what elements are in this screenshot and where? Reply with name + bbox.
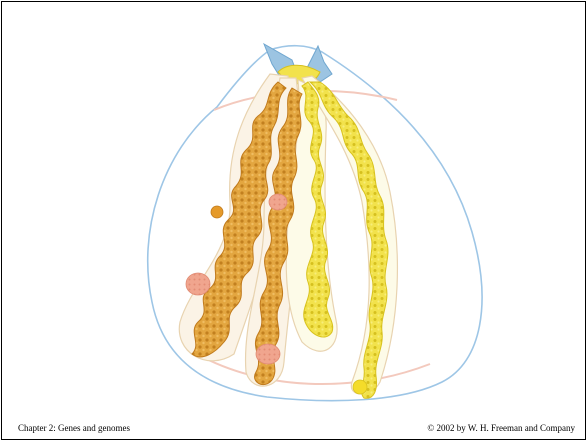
copyright-caption: © 2002 by W. H. Freeman and Company bbox=[427, 423, 575, 433]
orange-bead bbox=[211, 206, 223, 218]
nucleolus-top bbox=[269, 194, 287, 210]
yellow-bead bbox=[353, 380, 367, 394]
chapter-caption: Chapter 2: Genes and genomes bbox=[18, 423, 130, 433]
membrane-arc-bottom bbox=[197, 354, 430, 384]
nucleolus-left bbox=[186, 273, 210, 295]
nucleolus-bottom bbox=[256, 344, 280, 364]
